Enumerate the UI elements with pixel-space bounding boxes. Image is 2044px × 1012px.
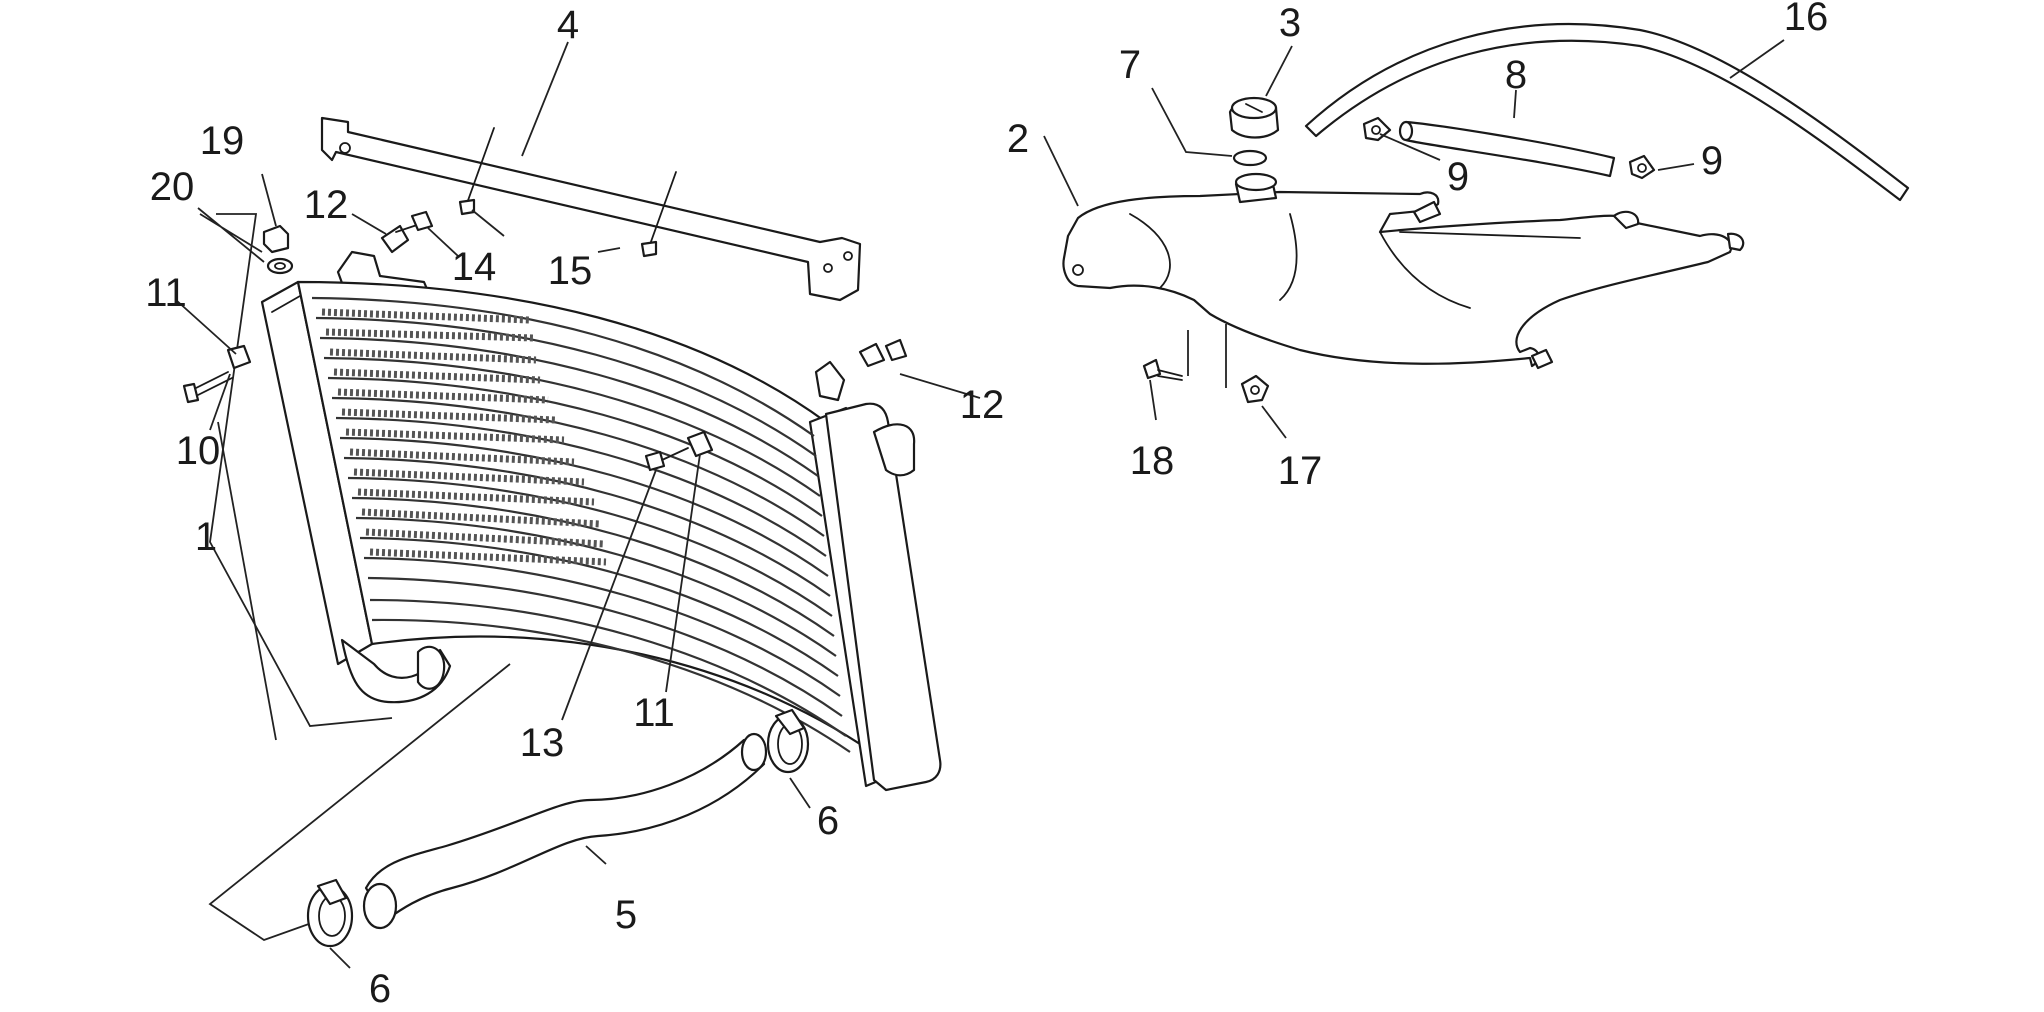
callout-3: 3 — [1279, 1, 1301, 45]
callout-9-left: 9 — [1447, 155, 1469, 199]
callout-12-upper: 12 — [304, 183, 349, 227]
part-9-clip-right — [1628, 154, 1656, 180]
callout-18: 18 — [1130, 439, 1175, 483]
part-6-clamp-upper — [766, 708, 810, 774]
callout-5: 5 — [615, 893, 637, 937]
part-6-clamp-lower — [306, 878, 354, 948]
tank-fastener-guides — [1187, 324, 1227, 388]
callout-20: 20 — [150, 165, 195, 209]
part-7-oring — [1232, 149, 1268, 167]
part-18-screw — [1142, 358, 1183, 381]
leader-lines — [175, 39, 1785, 969]
part-12-bolt-upper — [380, 210, 434, 254]
part-3-cap — [1228, 96, 1280, 139]
callout-12-right: 12 — [960, 383, 1005, 427]
part-5-hose — [362, 732, 768, 930]
callout-7: 7 — [1119, 43, 1141, 87]
callout-11-center: 11 — [633, 691, 675, 735]
callout-15: 15 — [548, 249, 593, 293]
part-17-nut — [1240, 374, 1270, 404]
callout-9-right: 9 — [1701, 139, 1723, 183]
callout-6-lower: 6 — [369, 967, 391, 1011]
callout-16: 16 — [1784, 0, 1829, 39]
part-13-bolt-center — [644, 430, 714, 472]
part-11-grommet-left — [182, 344, 252, 404]
callout-11-left: 11 — [145, 271, 187, 315]
group-bracket-6 — [208, 663, 511, 941]
callout-17: 17 — [1278, 449, 1323, 493]
part-19-plug — [262, 224, 294, 275]
callout-10: 10 — [176, 429, 221, 473]
part-8-hose — [1398, 120, 1616, 178]
part-1-radiator — [260, 250, 942, 792]
part-12-bolt-right — [858, 338, 908, 368]
callout-2: 2 — [1007, 117, 1029, 161]
callout-19: 19 — [200, 119, 245, 163]
callout-14: 14 — [452, 245, 497, 289]
callout-13: 13 — [520, 721, 565, 765]
callout-4: 4 — [557, 3, 579, 47]
callout-8: 8 — [1505, 53, 1527, 97]
part-4-bracket — [320, 116, 862, 302]
part-16-breather-hose — [1304, 22, 1910, 202]
part-2-expansion-tank — [1062, 172, 1745, 370]
part-15-screws — [458, 198, 658, 258]
group-bracket-1 — [209, 213, 393, 727]
callout-1: 1 — [195, 515, 217, 559]
callout-labels: 1 2 3 4 5 6 6 7 8 9 9 10 11 11 12 12 13 … — [145, 0, 1828, 1011]
callout-6-upper: 6 — [817, 799, 839, 843]
